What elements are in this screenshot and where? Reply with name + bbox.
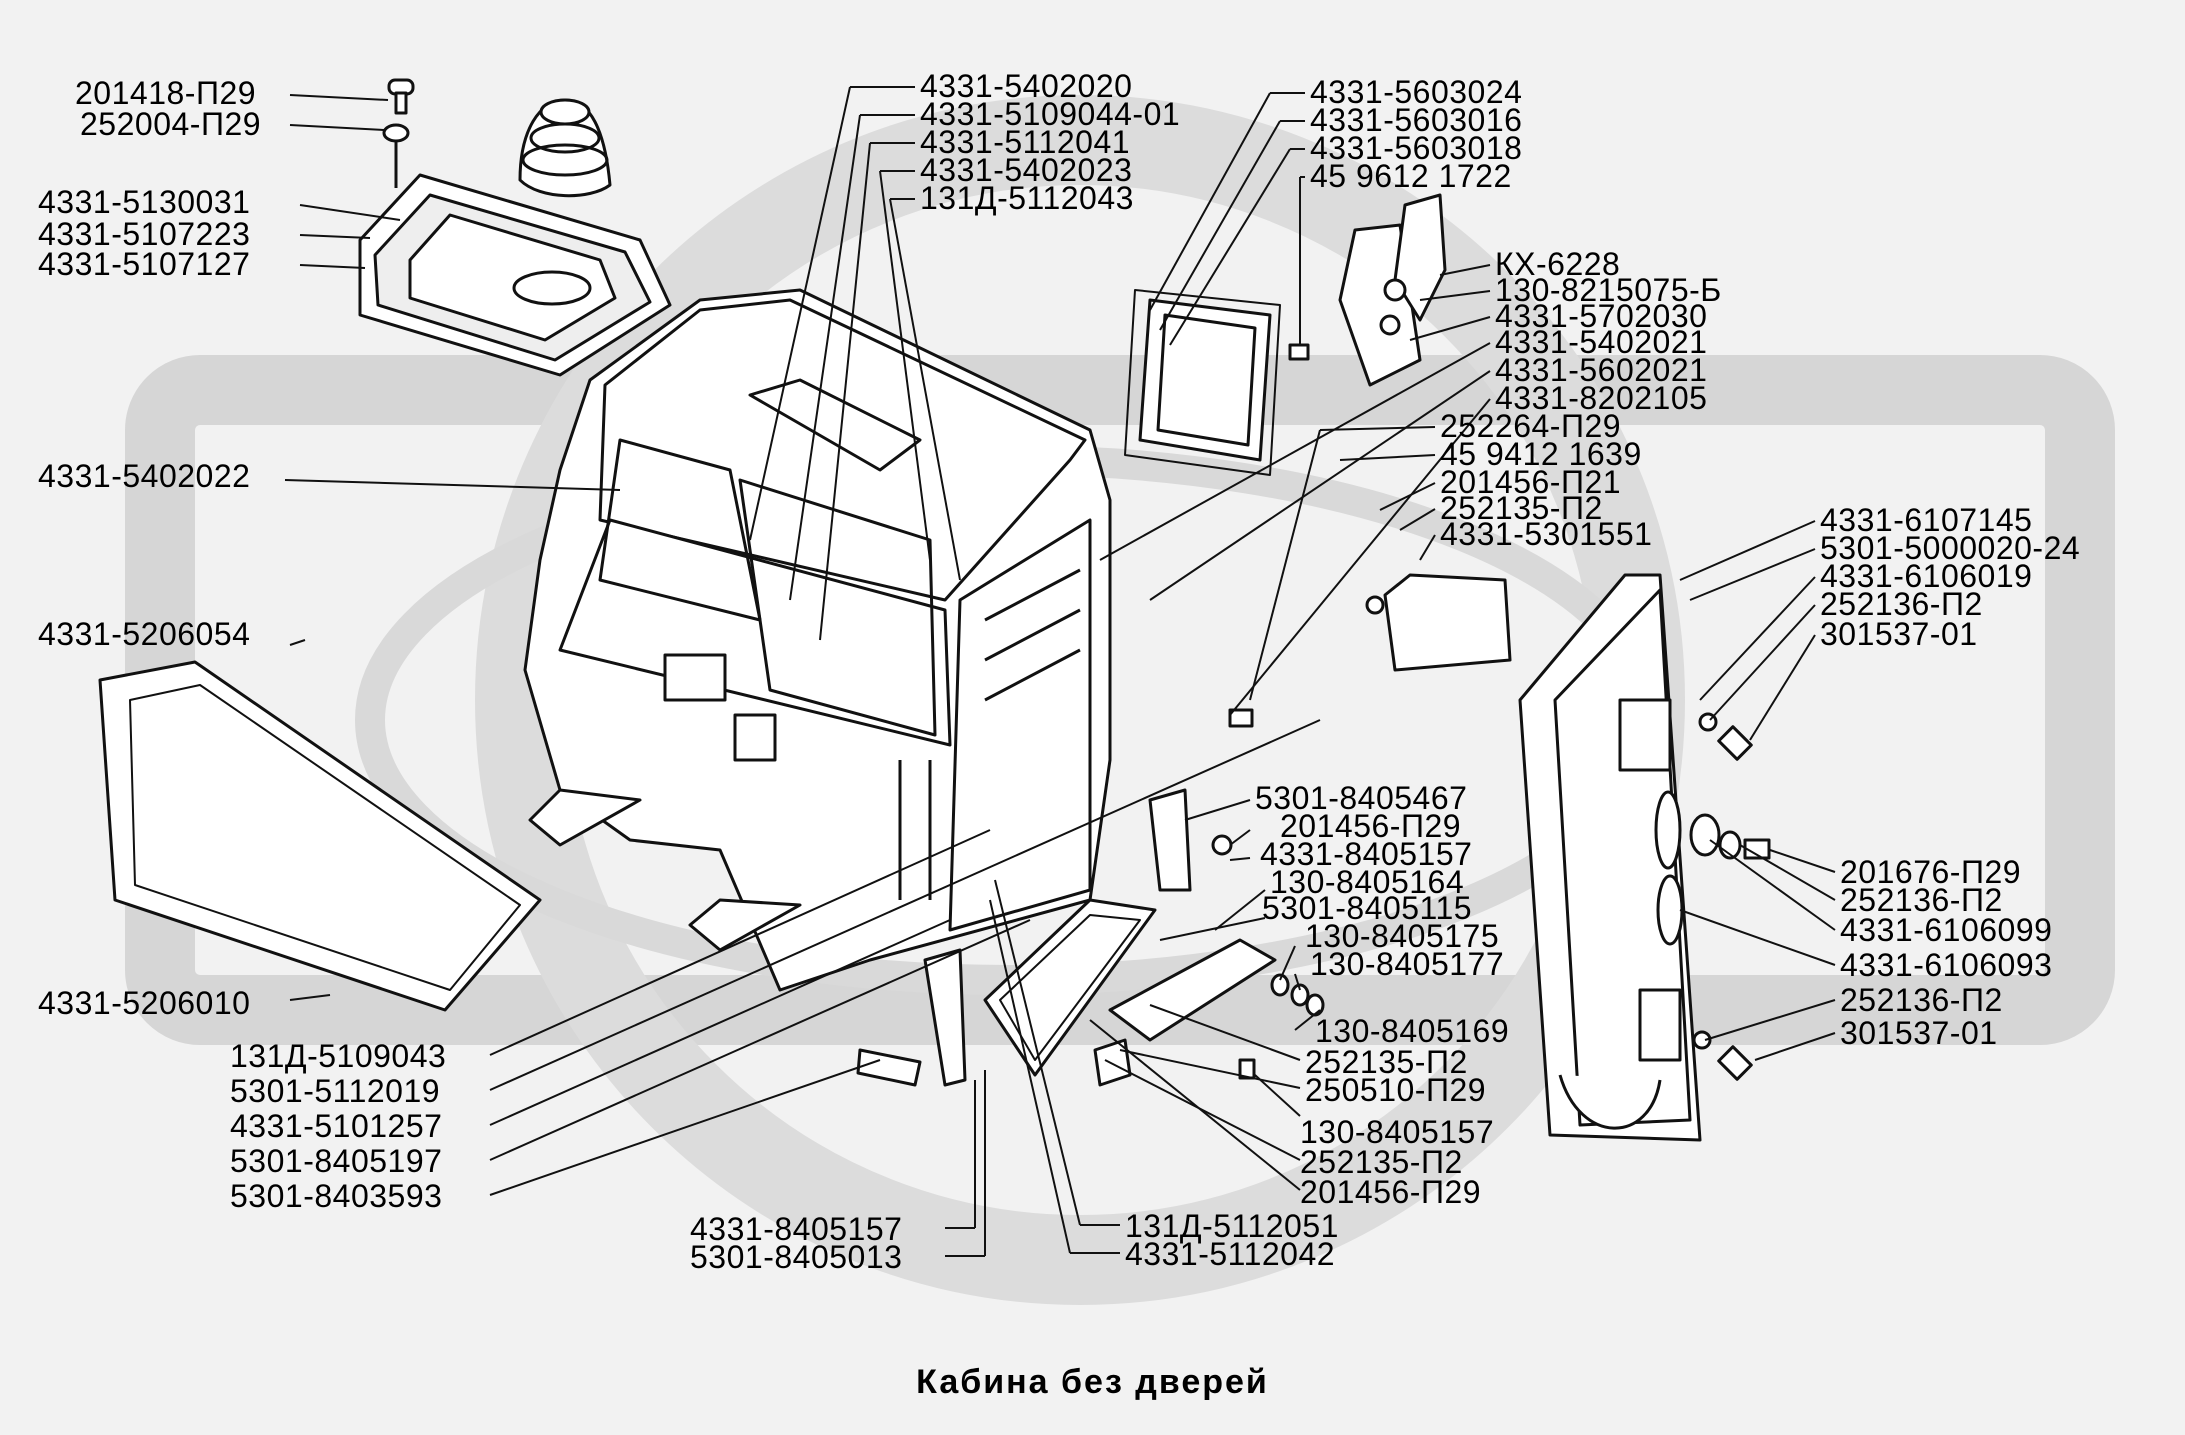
part-label: 5301-5112019 xyxy=(230,1073,441,1109)
part-label: 4331-5603024 xyxy=(1310,74,1523,110)
part-label: 131Д-5112043 xyxy=(920,180,1134,216)
part-label: 4331-5603016 xyxy=(1310,102,1523,138)
part-label: 4331-5112041 xyxy=(920,124,1131,160)
part-label: 45 9412 1639 xyxy=(1440,436,1642,472)
part-label: КХ-6228 xyxy=(1495,246,1621,282)
mudflap-bracket xyxy=(856,948,967,1087)
part-label: 4331-5402023 xyxy=(920,152,1133,188)
part-label: 301537-01 xyxy=(1820,616,1978,652)
part-label: 130-8405164 xyxy=(1270,864,1465,900)
part-label: 45 9612 1722 xyxy=(1310,158,1512,194)
part-label: 252136-П2 xyxy=(1840,982,2003,1018)
windshield-glass xyxy=(98,660,542,1012)
part-label: 4331-5602021 xyxy=(1495,352,1708,388)
part-label: 252135-П2 xyxy=(1305,1044,1468,1080)
part-label: 130-8405169 xyxy=(1315,1013,1510,1049)
part-label: 301537-01 xyxy=(1840,1015,1998,1051)
part-label: 4331-5402020 xyxy=(920,68,1133,104)
part-label: 130-8405175 xyxy=(1305,918,1500,954)
part-label: 5301-8405013 xyxy=(690,1239,903,1275)
part-label: 201676-П29 xyxy=(1840,854,2022,890)
leader-lines xyxy=(284,86,1836,1257)
part-label: 130-8405177 xyxy=(1310,946,1505,982)
part-label: 201456-П29 xyxy=(1280,808,1462,844)
part-label: 5301-5000020-24 xyxy=(1820,530,2081,566)
part-label: 4331-5130031 xyxy=(38,184,251,220)
part-label: 4331-5107127 xyxy=(38,246,251,282)
part-label: 4331-5107223 xyxy=(38,216,251,252)
part-label: 5301-8403593 xyxy=(230,1178,443,1214)
part-label: 4331-6106093 xyxy=(1840,947,2053,983)
part-label: 252135-П2 xyxy=(1440,490,1603,526)
bolt-301537-upper xyxy=(1698,712,1753,761)
washer-4331-6106099 xyxy=(1689,813,1771,860)
cab-body xyxy=(523,288,1112,992)
part-label: 131Д-5112051 xyxy=(1125,1208,1339,1244)
part-label: 252004-П29 xyxy=(80,106,262,142)
roof-hatch-assembly xyxy=(358,98,672,377)
part-label: 4331-5206054 xyxy=(38,616,251,652)
bolt-301537-lower xyxy=(1692,1030,1753,1081)
part-label: 201418-П29 xyxy=(75,75,257,111)
part-label: 4331-5402022 xyxy=(38,458,251,494)
part-label: 4331-5206010 xyxy=(38,985,251,1021)
part-label: 4331-6106099 xyxy=(1840,912,2053,948)
part-label: 4331-5702030 xyxy=(1495,298,1708,334)
washer-252004 xyxy=(382,123,410,188)
part-label: 5301-8405467 xyxy=(1255,780,1468,816)
part-label: 4331-6106019 xyxy=(1820,558,2033,594)
part-label: 4331-8202105 xyxy=(1495,380,1708,416)
hinge-bracket xyxy=(1338,193,1447,387)
bolt-201418 xyxy=(387,78,415,115)
part-label: 252135-П2 xyxy=(1300,1144,1463,1180)
rear-window-glass xyxy=(1124,289,1281,476)
part-label: 201456-П29 xyxy=(1300,1174,1482,1210)
part-label: 4331-5603018 xyxy=(1310,130,1523,166)
part-label: 201456-П21 xyxy=(1440,464,1622,500)
part-label: 5301-8405197 xyxy=(230,1143,443,1179)
part-label: 252136-П2 xyxy=(1840,882,2003,918)
part-label: 130-8215075-Б xyxy=(1495,272,1722,308)
footstep-plate xyxy=(983,898,1157,1077)
part-label: 4331-5109044-01 xyxy=(920,96,1181,132)
step-bracket xyxy=(1148,788,1233,892)
part-label: 131Д-5109043 xyxy=(230,1038,447,1074)
part-label: 4331-8405157 xyxy=(690,1211,903,1247)
front-side-rail xyxy=(1518,573,1702,1142)
latch-bracket xyxy=(1365,573,1512,672)
part-label: 4331-5402021 xyxy=(1495,324,1708,360)
part-label: 5301-8405115 xyxy=(1262,890,1473,926)
bolt-small-b xyxy=(1228,708,1254,728)
part-label: 250510-П29 xyxy=(1305,1072,1487,1108)
part-label: 252264-П29 xyxy=(1440,408,1622,444)
part-label: 4331-8405157 xyxy=(1260,836,1473,872)
part-label: 130-8405157 xyxy=(1300,1114,1495,1150)
diagram-caption: Кабина без дверей xyxy=(916,1363,1269,1401)
bolt-small-a xyxy=(1288,343,1310,361)
part-label: 4331-6107145 xyxy=(1820,502,2033,538)
part-label: 252136-П2 xyxy=(1820,586,1983,622)
part-label: 4331-5301551 xyxy=(1440,516,1653,552)
part-label: 4331-5112042 xyxy=(1125,1236,1336,1272)
part-label: 4331-5101257 xyxy=(230,1108,443,1144)
